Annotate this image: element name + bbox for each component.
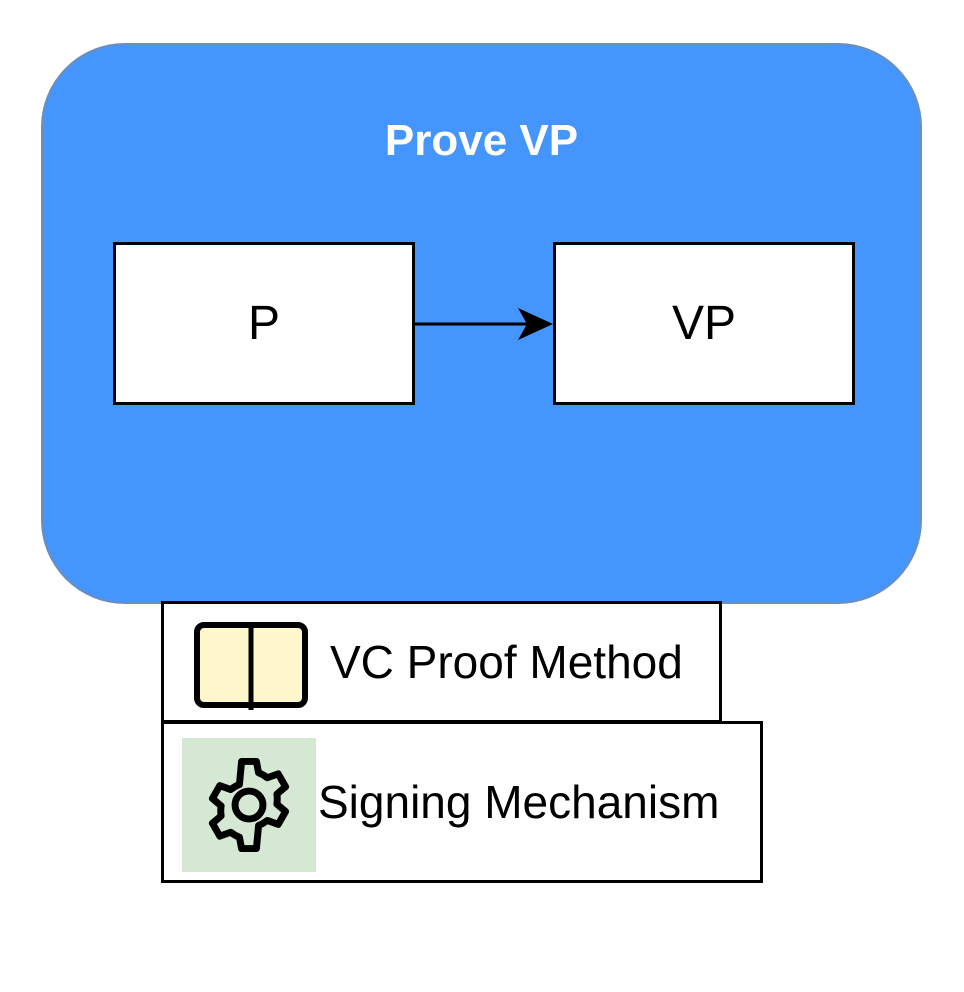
gear-icon [208,757,290,853]
node-p[interactable]: P [113,242,415,405]
node-p-label: P [247,297,280,350]
node-vp[interactable]: VP [553,242,855,405]
legend-label-vc-proof-method: VC Proof Method [330,636,683,688]
node-vp-label: VP [671,297,737,350]
container-title: Prove VP [384,116,579,165]
legend-vc-proof-method: VC Proof Method [161,601,722,723]
legend-signing-mechanism: Signing Mechanism [161,721,763,883]
book-icon [194,622,308,710]
legend-label-signing-mechanism: Signing Mechanism [318,776,720,828]
gear-icon-background [182,738,316,872]
